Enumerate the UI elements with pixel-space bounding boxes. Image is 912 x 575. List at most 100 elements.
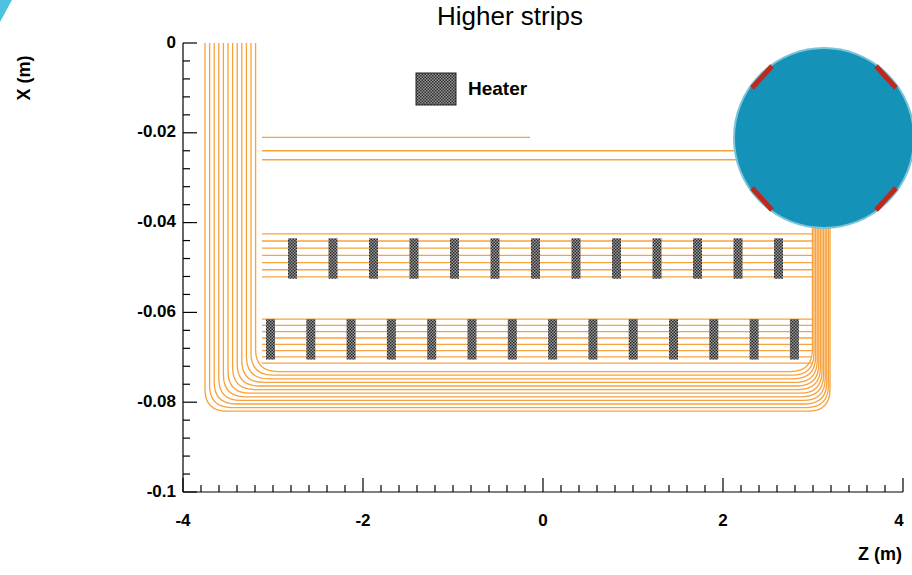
heater-block xyxy=(734,238,743,278)
heater-blocks xyxy=(266,238,799,359)
y-tick xyxy=(183,402,197,403)
y-tick xyxy=(183,114,190,115)
x-tick xyxy=(758,485,759,492)
x-tick xyxy=(236,485,237,492)
strip-line xyxy=(262,137,530,138)
strip-line xyxy=(262,350,812,351)
chart-title: Higher strips xyxy=(437,2,583,31)
x-tick xyxy=(380,485,381,492)
strip-line xyxy=(262,159,812,160)
x-tick xyxy=(866,485,867,492)
x-tick xyxy=(668,485,669,492)
y-tick xyxy=(183,348,190,349)
strip-line xyxy=(223,43,823,397)
heater-block xyxy=(508,319,517,359)
heater-block xyxy=(709,319,718,359)
tick-label: -0.1 xyxy=(147,483,176,502)
y-tick xyxy=(183,491,197,492)
x-tick xyxy=(200,485,201,492)
y-tick xyxy=(183,312,197,313)
x-tick xyxy=(794,485,795,492)
y-tick xyxy=(183,78,190,79)
axis-title: Z (m) xyxy=(858,545,902,565)
heater-block xyxy=(306,319,315,359)
tick-label: -2 xyxy=(355,512,370,531)
x-tick xyxy=(776,485,777,492)
x-tick xyxy=(830,485,831,492)
corner-decoration xyxy=(0,0,12,22)
strip-line xyxy=(237,43,819,386)
x-tick xyxy=(884,485,885,492)
strip-lines xyxy=(205,43,830,411)
x-tick xyxy=(848,485,849,492)
strip-line xyxy=(262,362,812,363)
x-tick xyxy=(650,485,651,492)
heater-block xyxy=(288,238,297,278)
heater-block xyxy=(790,319,799,359)
strip-line xyxy=(262,331,812,332)
x-tick xyxy=(686,485,687,492)
x-tick xyxy=(506,485,507,492)
tick-label: 2 xyxy=(718,512,727,531)
heater-block xyxy=(491,238,500,278)
strip-line xyxy=(262,150,812,151)
axis-title: X (m) xyxy=(14,55,34,100)
strip-line xyxy=(262,344,812,345)
x-tick xyxy=(344,485,345,492)
heater-block xyxy=(410,238,419,278)
x-tick xyxy=(542,478,543,492)
strip-line xyxy=(262,318,812,319)
tick-label: 4 xyxy=(894,512,903,531)
x-tick xyxy=(524,485,525,492)
strip-line xyxy=(256,43,813,372)
tick-label: -0.06 xyxy=(137,303,176,322)
y-tick xyxy=(183,276,190,277)
tick-label: -4 xyxy=(175,512,190,531)
tick-label: 0 xyxy=(538,512,547,531)
heater-block xyxy=(588,319,597,359)
x-tick xyxy=(182,478,183,492)
y-tick xyxy=(183,96,190,97)
y-axis xyxy=(182,43,183,492)
strip-line xyxy=(251,43,814,375)
strip-line xyxy=(228,43,822,393)
heater-block xyxy=(387,319,396,359)
x-tick xyxy=(272,485,273,492)
y-tick xyxy=(183,150,190,151)
heater-block xyxy=(629,319,638,359)
x-tick xyxy=(398,485,399,492)
heater-block xyxy=(669,319,678,359)
y-tick xyxy=(183,366,190,367)
x-tick xyxy=(614,485,615,492)
x-tick xyxy=(290,485,291,492)
y-tick xyxy=(183,60,190,61)
heater-block xyxy=(572,238,581,278)
y-tick xyxy=(183,258,190,259)
strip-line xyxy=(205,43,830,411)
strip-line xyxy=(242,43,817,382)
x-tick xyxy=(326,485,327,492)
heater-block xyxy=(468,319,477,359)
heater-block xyxy=(693,238,702,278)
strip-line xyxy=(262,356,812,357)
heater-block xyxy=(427,319,436,359)
heater-block xyxy=(774,238,783,278)
y-tick xyxy=(183,330,190,331)
heater-block xyxy=(531,238,540,278)
x-tick xyxy=(452,485,453,492)
tick-label: 0 xyxy=(167,34,176,53)
heater-block xyxy=(369,238,378,278)
tick-label: -0.08 xyxy=(137,393,176,412)
strip-line xyxy=(262,233,812,234)
heater-block xyxy=(750,319,759,359)
heater-block xyxy=(653,238,662,278)
x-tick xyxy=(560,485,561,492)
strip-line xyxy=(262,325,812,326)
strip-line xyxy=(214,43,827,404)
x-tick xyxy=(812,485,813,492)
y-tick xyxy=(183,473,190,474)
heater-block xyxy=(329,238,338,278)
x-tick xyxy=(470,485,471,492)
